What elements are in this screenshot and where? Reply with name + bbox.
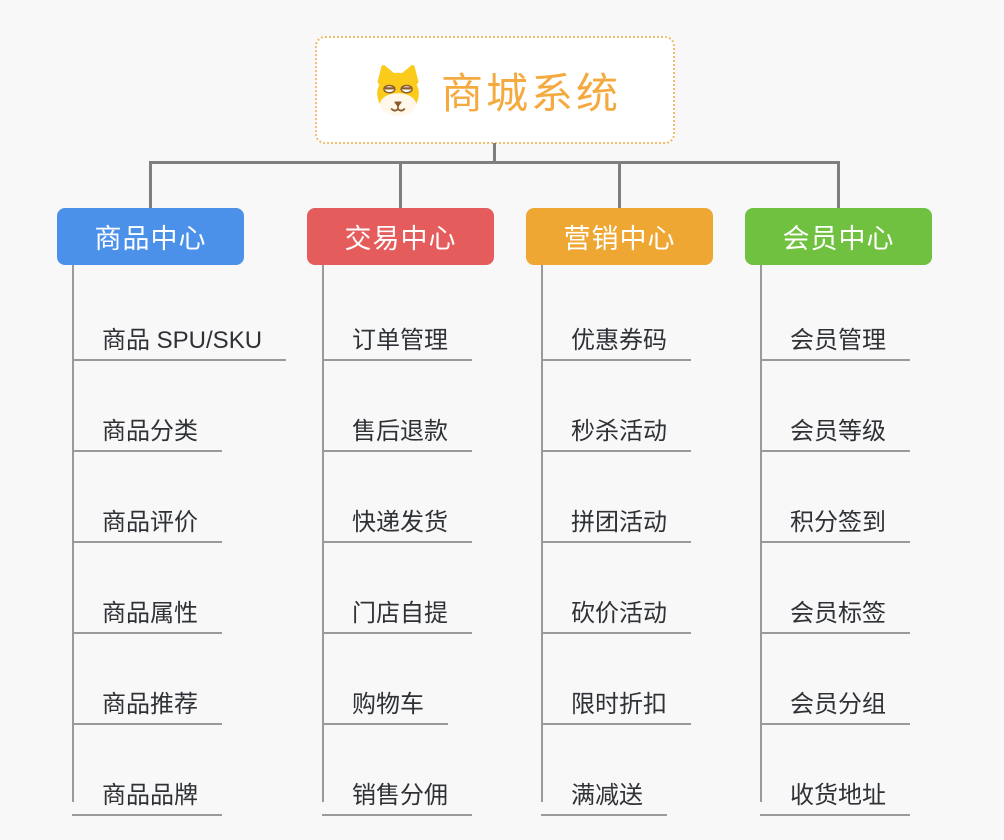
branch-node-member-center[interactable]: 会员中心 — [745, 208, 932, 265]
branch-spine — [322, 265, 324, 802]
connector-root-stem — [493, 143, 496, 163]
branch-marketing-center: 营销中心 优惠券码 秒杀活动 拼团活动 砍价活动 限时折扣 满减送 — [526, 208, 776, 816]
leaf-node[interactable]: 商品推荐 — [72, 677, 222, 725]
root-node-label: 商城系统 — [440, 69, 621, 117]
leaf-node[interactable]: 会员标签 — [760, 586, 910, 634]
branch-spine — [760, 265, 762, 802]
leaf-node[interactable]: 积分签到 — [760, 495, 910, 543]
leaf-node[interactable]: 优惠券码 — [541, 313, 691, 361]
leaf-node[interactable]: 快递发货 — [322, 495, 472, 543]
leaf-node[interactable]: 会员分组 — [760, 677, 910, 725]
branch-node-product-center[interactable]: 商品中心 — [57, 208, 244, 265]
branch-node-marketing-center[interactable]: 营销中心 — [526, 208, 713, 265]
branch-spine — [72, 265, 74, 802]
branch-node-trade-center[interactable]: 交易中心 — [307, 208, 494, 265]
connector-drop-product — [149, 161, 152, 209]
connector-bus-line — [149, 161, 840, 164]
leaf-node[interactable]: 商品分类 — [72, 404, 222, 452]
leaf-node[interactable]: 售后退款 — [322, 404, 472, 452]
connector-drop-member — [837, 161, 840, 209]
connector-drop-trade — [399, 161, 402, 209]
leaf-node[interactable]: 收货地址 — [760, 768, 910, 816]
branch-product-center: 商品中心 商品 SPU/SKU 商品分类 商品评价 商品属性 商品推荐 商品品牌 — [57, 208, 307, 816]
leaf-node[interactable]: 秒杀活动 — [541, 404, 691, 452]
leaf-node[interactable]: 销售分佣 — [322, 768, 472, 816]
leaf-node[interactable]: 满减送 — [541, 768, 667, 816]
leaf-node[interactable]: 商品属性 — [72, 586, 222, 634]
leaf-node[interactable]: 商品评价 — [72, 495, 222, 543]
leaf-node[interactable]: 商品 SPU/SKU — [72, 313, 287, 361]
root-node-mall-system[interactable]: 商城系统 — [315, 36, 675, 144]
leaf-node[interactable]: 订单管理 — [322, 313, 472, 361]
leaf-node[interactable]: 砍价活动 — [541, 586, 691, 634]
leaf-node[interactable]: 限时折扣 — [541, 677, 691, 725]
leaf-node[interactable]: 会员等级 — [760, 404, 910, 452]
branch-spine — [541, 265, 543, 802]
leaf-node[interactable]: 购物车 — [322, 677, 448, 725]
connector-drop-marketing — [618, 161, 621, 209]
leaf-node[interactable]: 会员管理 — [760, 313, 910, 361]
leaf-node[interactable]: 门店自提 — [322, 586, 472, 634]
branch-member-center: 会员中心 会员管理 会员等级 积分签到 会员标签 会员分组 收货地址 — [745, 208, 995, 816]
leaf-node[interactable]: 拼团活动 — [541, 495, 691, 543]
dog-face-icon — [377, 65, 419, 116]
leaf-node[interactable]: 商品品牌 — [72, 768, 222, 816]
branch-trade-center: 交易中心 订单管理 售后退款 快递发货 门店自提 购物车 销售分佣 — [307, 208, 557, 816]
